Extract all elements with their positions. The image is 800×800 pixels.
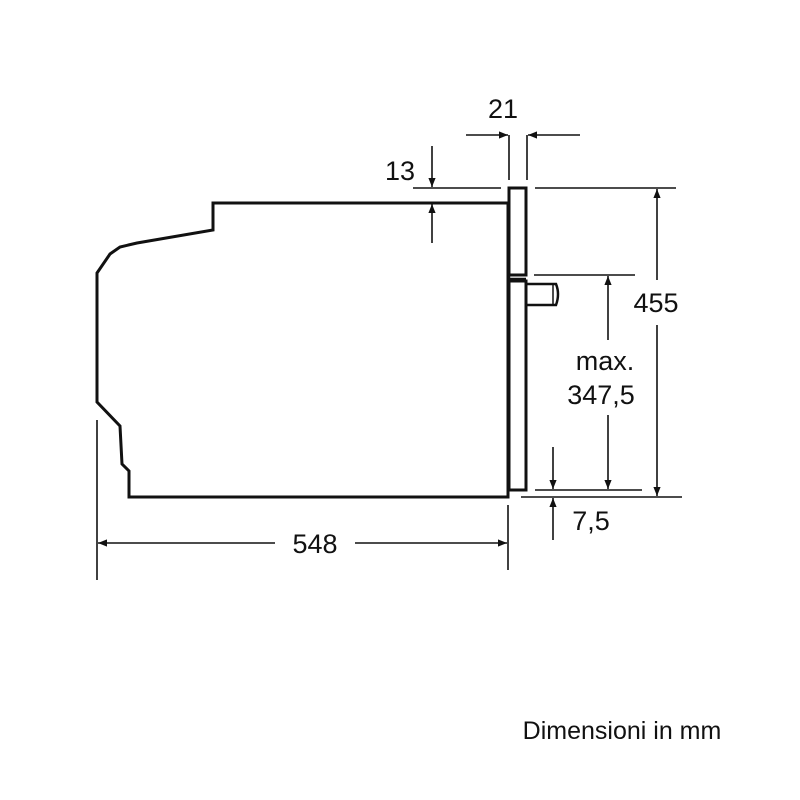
dimension-top-offset bbox=[413, 146, 501, 243]
label-top-offset: 13 bbox=[385, 156, 415, 186]
dimension-depth bbox=[96, 420, 509, 580]
label-bottom-offset: 7,5 bbox=[572, 506, 610, 536]
caption-units: Dimensioni in mm bbox=[523, 717, 722, 745]
dimension-opening-height bbox=[534, 274, 642, 491]
door-gap-piece bbox=[507, 275, 526, 281]
door-handle bbox=[526, 282, 560, 307]
label-depth: 548 bbox=[292, 529, 337, 559]
label-door-thickness: 21 bbox=[488, 94, 518, 124]
dimension-door-thickness bbox=[466, 131, 580, 180]
label-total-height: 455 bbox=[633, 288, 678, 318]
label-opening-max: max. bbox=[576, 346, 635, 376]
oven-body-outline bbox=[95, 201, 510, 499]
door-upper-panel bbox=[507, 186, 528, 277]
label-opening-height: 347,5 bbox=[567, 380, 635, 410]
door-lower-panel bbox=[507, 279, 528, 492]
dimension-total-height bbox=[521, 187, 682, 498]
